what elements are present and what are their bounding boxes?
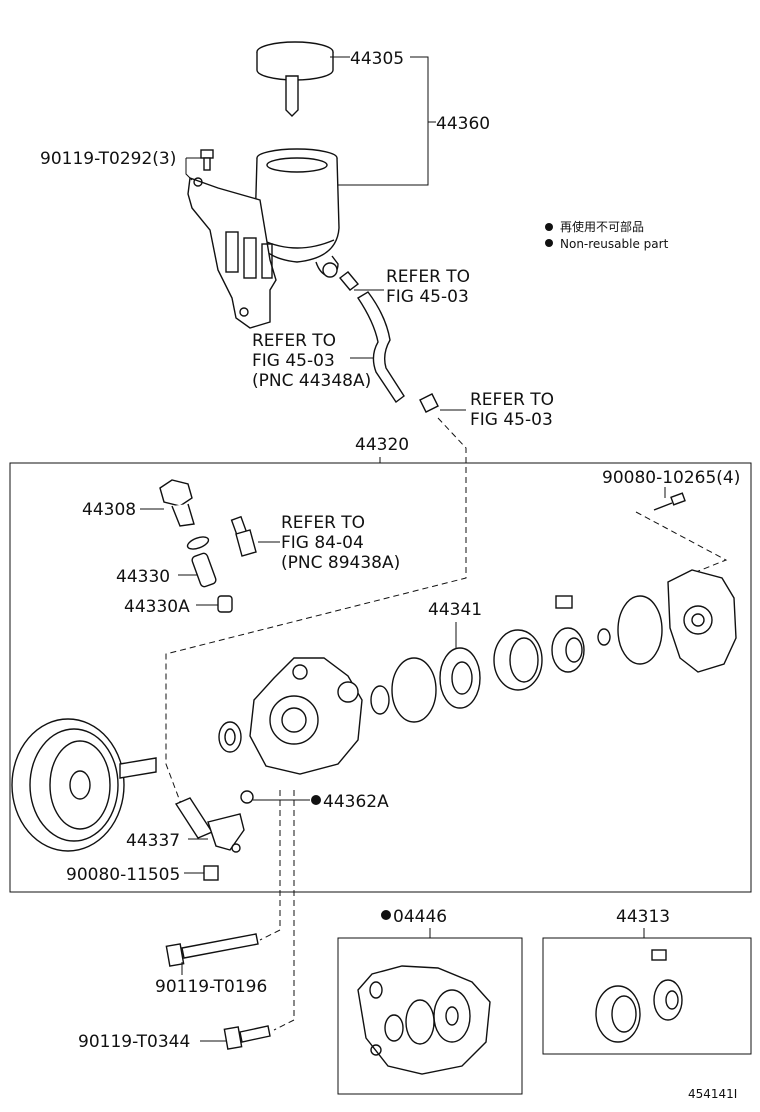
- legend-item-en: Non-reusable part: [560, 237, 669, 251]
- pulley: [11, 718, 157, 852]
- bolt-icon: [203, 865, 219, 881]
- label-44362A[interactable]: 44362A: [323, 792, 389, 812]
- bolt-icon: [653, 492, 686, 511]
- cam-ring: [493, 629, 543, 691]
- bolt-icon: [200, 149, 214, 171]
- refer4-line3[interactable]: (PNC 89438A): [281, 553, 400, 573]
- cover-gasket: [617, 595, 663, 665]
- spring-44330A[interactable]: [217, 595, 233, 613]
- union-44337[interactable]: [174, 797, 245, 853]
- cartridge-box-44313: [542, 937, 752, 1055]
- label-44341[interactable]: 44341: [428, 600, 482, 620]
- reservoir-bracket: [187, 177, 277, 329]
- reservoir-cap-44305[interactable]: [256, 41, 334, 117]
- label-44330[interactable]: 44330: [116, 567, 170, 587]
- oil-seal: [218, 721, 242, 753]
- label-44330A[interactable]: 44330A: [124, 597, 190, 617]
- refer2-line1[interactable]: REFER TO: [252, 331, 336, 351]
- pressure-plate-44341[interactable]: [439, 647, 481, 709]
- label-04446[interactable]: 04446: [393, 907, 447, 927]
- label-90119-T0292[interactable]: 90119-T0292(3): [40, 149, 176, 169]
- gasket-kit-box-04446: [337, 937, 523, 1095]
- figure-id: 454141I: [688, 1087, 737, 1101]
- refer1-line1[interactable]: REFER TO: [386, 267, 470, 287]
- label-44320[interactable]: 44320: [355, 435, 409, 455]
- label-44313[interactable]: 44313: [616, 907, 670, 927]
- pump-body: [249, 657, 363, 775]
- hose-and-clamp: [338, 271, 439, 413]
- refer2-line3[interactable]: (PNC 44348A): [252, 371, 371, 391]
- rotor: [551, 627, 585, 673]
- refer1-line2[interactable]: FIG 45-03: [386, 287, 469, 307]
- label-90119-T0196[interactable]: 90119-T0196: [155, 977, 267, 997]
- refer4-line1[interactable]: REFER TO: [281, 513, 365, 533]
- legend-item-jp: 再使用不可部品: [560, 219, 644, 234]
- non-reusable-mark: [311, 795, 321, 805]
- bolt-90119-T0344[interactable]: [223, 1025, 271, 1050]
- vane: [555, 595, 573, 609]
- gasket: [391, 657, 437, 723]
- label-44305[interactable]: 44305: [350, 49, 404, 69]
- refer2-line2[interactable]: FIG 45-03: [252, 351, 335, 371]
- legend: 再使用不可部品 Non-reusable part: [545, 219, 669, 251]
- gasket-kit-parts: [357, 965, 491, 1075]
- label-90119-T0344[interactable]: 90119-T0344: [78, 1032, 190, 1052]
- non-reusable-mark: [381, 910, 391, 920]
- refer3-line2[interactable]: FIG 45-03: [470, 410, 553, 430]
- flow-valve-44330[interactable]: [191, 552, 217, 588]
- long-bolt-90119-T0196[interactable]: [165, 933, 259, 967]
- reservoir-tank-44360[interactable]: [254, 148, 340, 278]
- pressure-switch: [230, 515, 257, 557]
- snap-ring: [597, 628, 611, 646]
- fitting-44308[interactable]: [159, 479, 210, 551]
- label-44360[interactable]: 44360: [436, 114, 490, 134]
- cartridge-kit-parts: [595, 949, 683, 1043]
- o-ring: [370, 685, 390, 715]
- rear-cover: [667, 569, 737, 673]
- refer3-line1[interactable]: REFER TO: [470, 390, 554, 410]
- label-44337[interactable]: 44337: [126, 831, 180, 851]
- pump-assembly-box-44320: [9, 462, 752, 893]
- refer4-line2[interactable]: FIG 84-04: [281, 533, 364, 553]
- o-ring-44362A[interactable]: [240, 790, 254, 804]
- label-44308[interactable]: 44308: [82, 500, 136, 520]
- label-90080-10265[interactable]: 90080-10265(4): [602, 468, 740, 488]
- label-90080-11505[interactable]: 90080-11505: [66, 865, 180, 885]
